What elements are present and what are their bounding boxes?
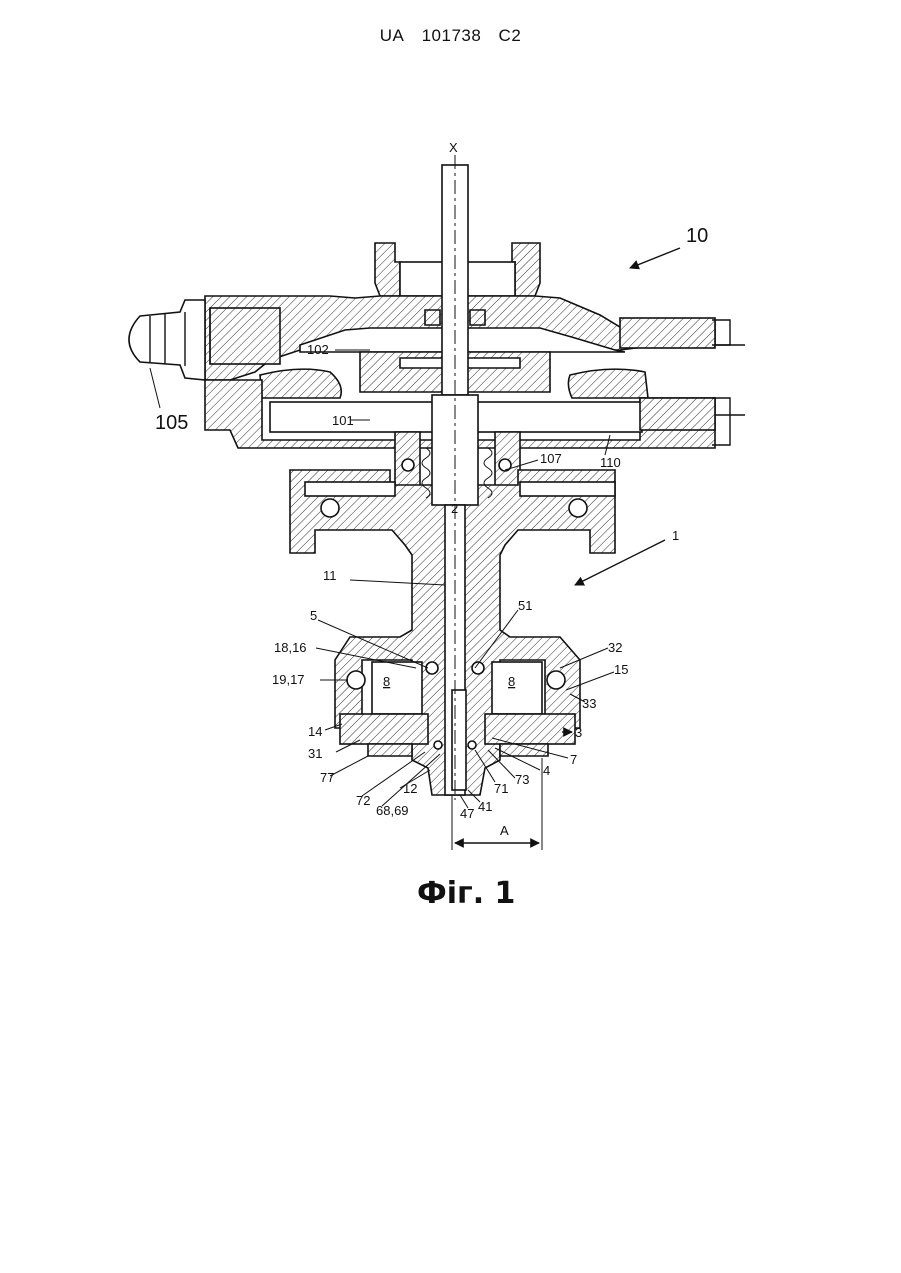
ref-label-77: 77	[320, 770, 334, 785]
ref-label-101: 101	[332, 413, 354, 428]
ref-label-107: 107	[540, 451, 562, 466]
ref-label-105: 105	[155, 412, 188, 434]
figure-caption: Фіг. 1	[417, 876, 515, 911]
ref-label-68-69: 68,69	[376, 803, 409, 818]
ref-label-5: 5	[310, 608, 317, 623]
ref-label-18-16: 18,16	[274, 640, 307, 655]
ref-label-31: 31	[308, 746, 322, 761]
ref-label-51: 51	[518, 598, 532, 613]
ref-label-14: 14	[308, 724, 322, 739]
ref-label-15: 15	[614, 662, 628, 677]
ref-label-72: 72	[356, 793, 370, 808]
ref-label-4: 4	[543, 763, 550, 778]
ref-label-12: 12	[403, 781, 417, 796]
ref-label-73: 73	[515, 772, 529, 787]
ref-label-47: 47	[460, 806, 474, 821]
ref-label-41: 41	[478, 799, 492, 814]
ref-label-110: 110	[600, 455, 621, 470]
ref-label-19-17: 19,17	[272, 672, 305, 687]
chamber-label-right: 8	[508, 674, 515, 689]
ref-label-32: 32	[608, 640, 622, 655]
ref-label-11: 11	[323, 568, 337, 583]
chamber-label-left: 8	[383, 674, 390, 689]
ref-label-102: 102	[307, 342, 329, 357]
ref-label-33: 33	[582, 696, 596, 711]
ref-label-1: 1	[672, 528, 679, 543]
ref-label-71: 71	[494, 781, 508, 796]
ref-label-3: 3	[575, 725, 582, 740]
dimension-label: A	[500, 823, 509, 838]
ref-label-7: 7	[570, 752, 577, 767]
ref-label-2: 2	[451, 501, 458, 516]
ref-label-10: 10	[686, 225, 708, 247]
axis-label: X	[449, 140, 458, 155]
